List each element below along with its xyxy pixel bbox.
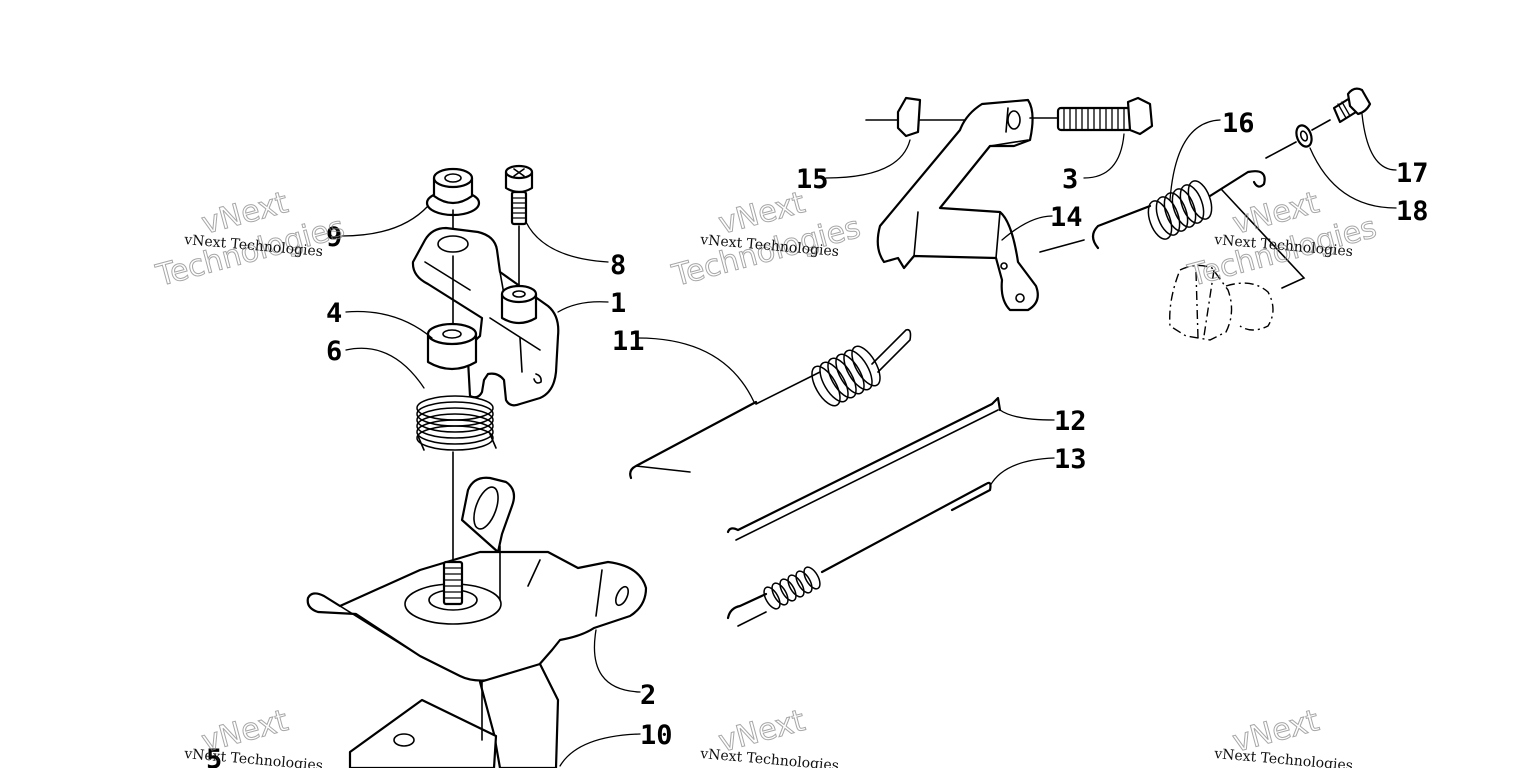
watermark-top-right: vNext Technologies vNext Technologies (1184, 185, 1381, 295)
part-2-base-bracket (306, 476, 648, 768)
watermark-bottom-left: vNext vNext Technologies (183, 703, 324, 768)
callout-14: 14 (1050, 202, 1083, 233)
callout-9: 9 (326, 222, 342, 253)
callout-6: 6 (326, 336, 342, 367)
callout-17: 17 (1396, 158, 1429, 189)
svg-text:vNext Technologies: vNext Technologies (183, 746, 324, 768)
callout-12: 12 (1054, 406, 1087, 437)
bracket-spacer (500, 284, 538, 325)
watermark-top-left: vNext Technologies vNext Technologies (152, 185, 349, 295)
part-9-flange-nut (425, 167, 481, 217)
callout-4: 4 (326, 298, 342, 329)
leader-lines (341, 113, 1397, 767)
part-16-spring (1039, 170, 1266, 253)
callout-16: 16 (1222, 108, 1255, 139)
watermark-top-center: vNext Technologies vNext Technologies (668, 185, 865, 295)
callout-18: 18 (1396, 196, 1429, 227)
part-8-hex-screw (504, 164, 534, 226)
part-13-spring-rod (726, 481, 992, 627)
callout-15: 15 (796, 164, 829, 195)
part-17-bolt (1332, 87, 1372, 124)
part-18-washer (1265, 119, 1331, 159)
callout-13: 13 (1054, 444, 1087, 475)
callout-1: 1 (610, 288, 626, 319)
callout-8: 8 (610, 250, 626, 281)
axis-line-left (452, 209, 520, 563)
part-11-return-spring (629, 328, 912, 480)
phantom-component (1169, 189, 1306, 341)
part-6-torsion-spring (416, 395, 497, 451)
svg-text:vNext Technologies: vNext Technologies (1213, 746, 1354, 768)
part-12-rod (726, 396, 1002, 541)
svg-text:vNext Technologies: vNext Technologies (699, 746, 840, 768)
callout-5: 5 (206, 744, 222, 768)
part-4-bushing (426, 322, 478, 371)
callout-3: 3 (1062, 164, 1078, 195)
part-14-lever-arm (876, 98, 1039, 312)
callout-11: 11 (612, 326, 645, 357)
callout-10: 10 (640, 720, 673, 751)
watermark-bottom-center: vNext vNext Technologies (699, 703, 840, 768)
part-15-nut (865, 96, 969, 138)
watermark-bottom-right: vNext vNext Technologies (1213, 703, 1354, 768)
callout-2: 2 (640, 680, 656, 711)
part-3-bolt (1029, 96, 1154, 136)
